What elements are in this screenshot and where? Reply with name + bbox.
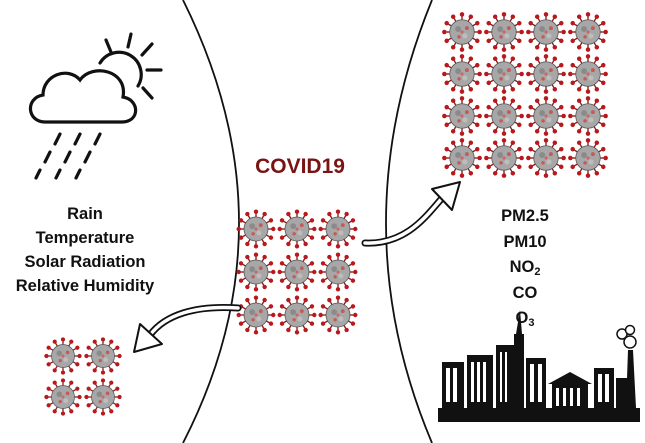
- virus-icon: [525, 11, 567, 53]
- virus-icon: [567, 53, 609, 95]
- weather-factor-relative-humidity: Relative Humidity: [15, 277, 155, 295]
- virus-icon: [317, 251, 359, 293]
- left-boundary-curve: [182, 0, 240, 443]
- virus-icon: [567, 11, 609, 53]
- weather-factor-temperature: Temperature: [35, 229, 135, 247]
- weather-cloud-sun-rain-icon: [28, 32, 163, 180]
- virus-icon: [567, 95, 609, 137]
- curved-arrow-icon: [361, 181, 461, 247]
- weather-factor-solar-radiation: Solar Radiation: [24, 253, 146, 271]
- virus-icon: [317, 208, 359, 250]
- virus-icon: [525, 53, 567, 95]
- curved-arrow-icon: [133, 303, 242, 353]
- virus-cluster-air-pollution: [441, 11, 609, 179]
- virus-icon: [483, 95, 525, 137]
- city-skyline-icon: [438, 310, 640, 422]
- virus-icon: [276, 251, 318, 293]
- pollutant-list: PM2.5 PM10 NO2 CO O3: [480, 204, 570, 332]
- right-boundary-curve: [385, 0, 433, 443]
- virus-icon: [441, 95, 483, 137]
- virus-cluster-weather: [43, 336, 123, 417]
- weather-factor-list: Rain Temperature Solar Radiation Relativ…: [0, 202, 170, 298]
- pollutant-no2: NO2: [509, 258, 541, 278]
- pollutant-pm10: PM10: [503, 232, 547, 251]
- virus-icon: [441, 11, 483, 53]
- virus-icon: [441, 53, 483, 95]
- pollutant-co: CO: [512, 283, 538, 302]
- virus-icon: [43, 336, 83, 376]
- virus-icon: [483, 53, 525, 95]
- virus-icon: [483, 11, 525, 53]
- pollutant-o3: O3: [515, 309, 535, 329]
- virus-icon: [235, 208, 277, 250]
- virus-icon: [43, 377, 83, 417]
- virus-icon: [235, 251, 277, 293]
- virus-icon: [83, 377, 123, 417]
- virus-icon: [525, 95, 567, 137]
- virus-cluster-center: [235, 208, 359, 336]
- virus-icon: [483, 137, 525, 179]
- virus-icon: [441, 137, 483, 179]
- virus-icon: [276, 294, 318, 336]
- virus-icon: [317, 294, 359, 336]
- virus-icon: [567, 137, 609, 179]
- diagram-title: COVID19: [255, 155, 345, 178]
- weather-factor-rain: Rain: [67, 205, 103, 223]
- virus-icon: [235, 294, 277, 336]
- virus-icon: [83, 336, 123, 376]
- virus-icon: [525, 137, 567, 179]
- pollutant-pm25: PM2.5: [501, 207, 549, 225]
- virus-icon: [276, 208, 318, 250]
